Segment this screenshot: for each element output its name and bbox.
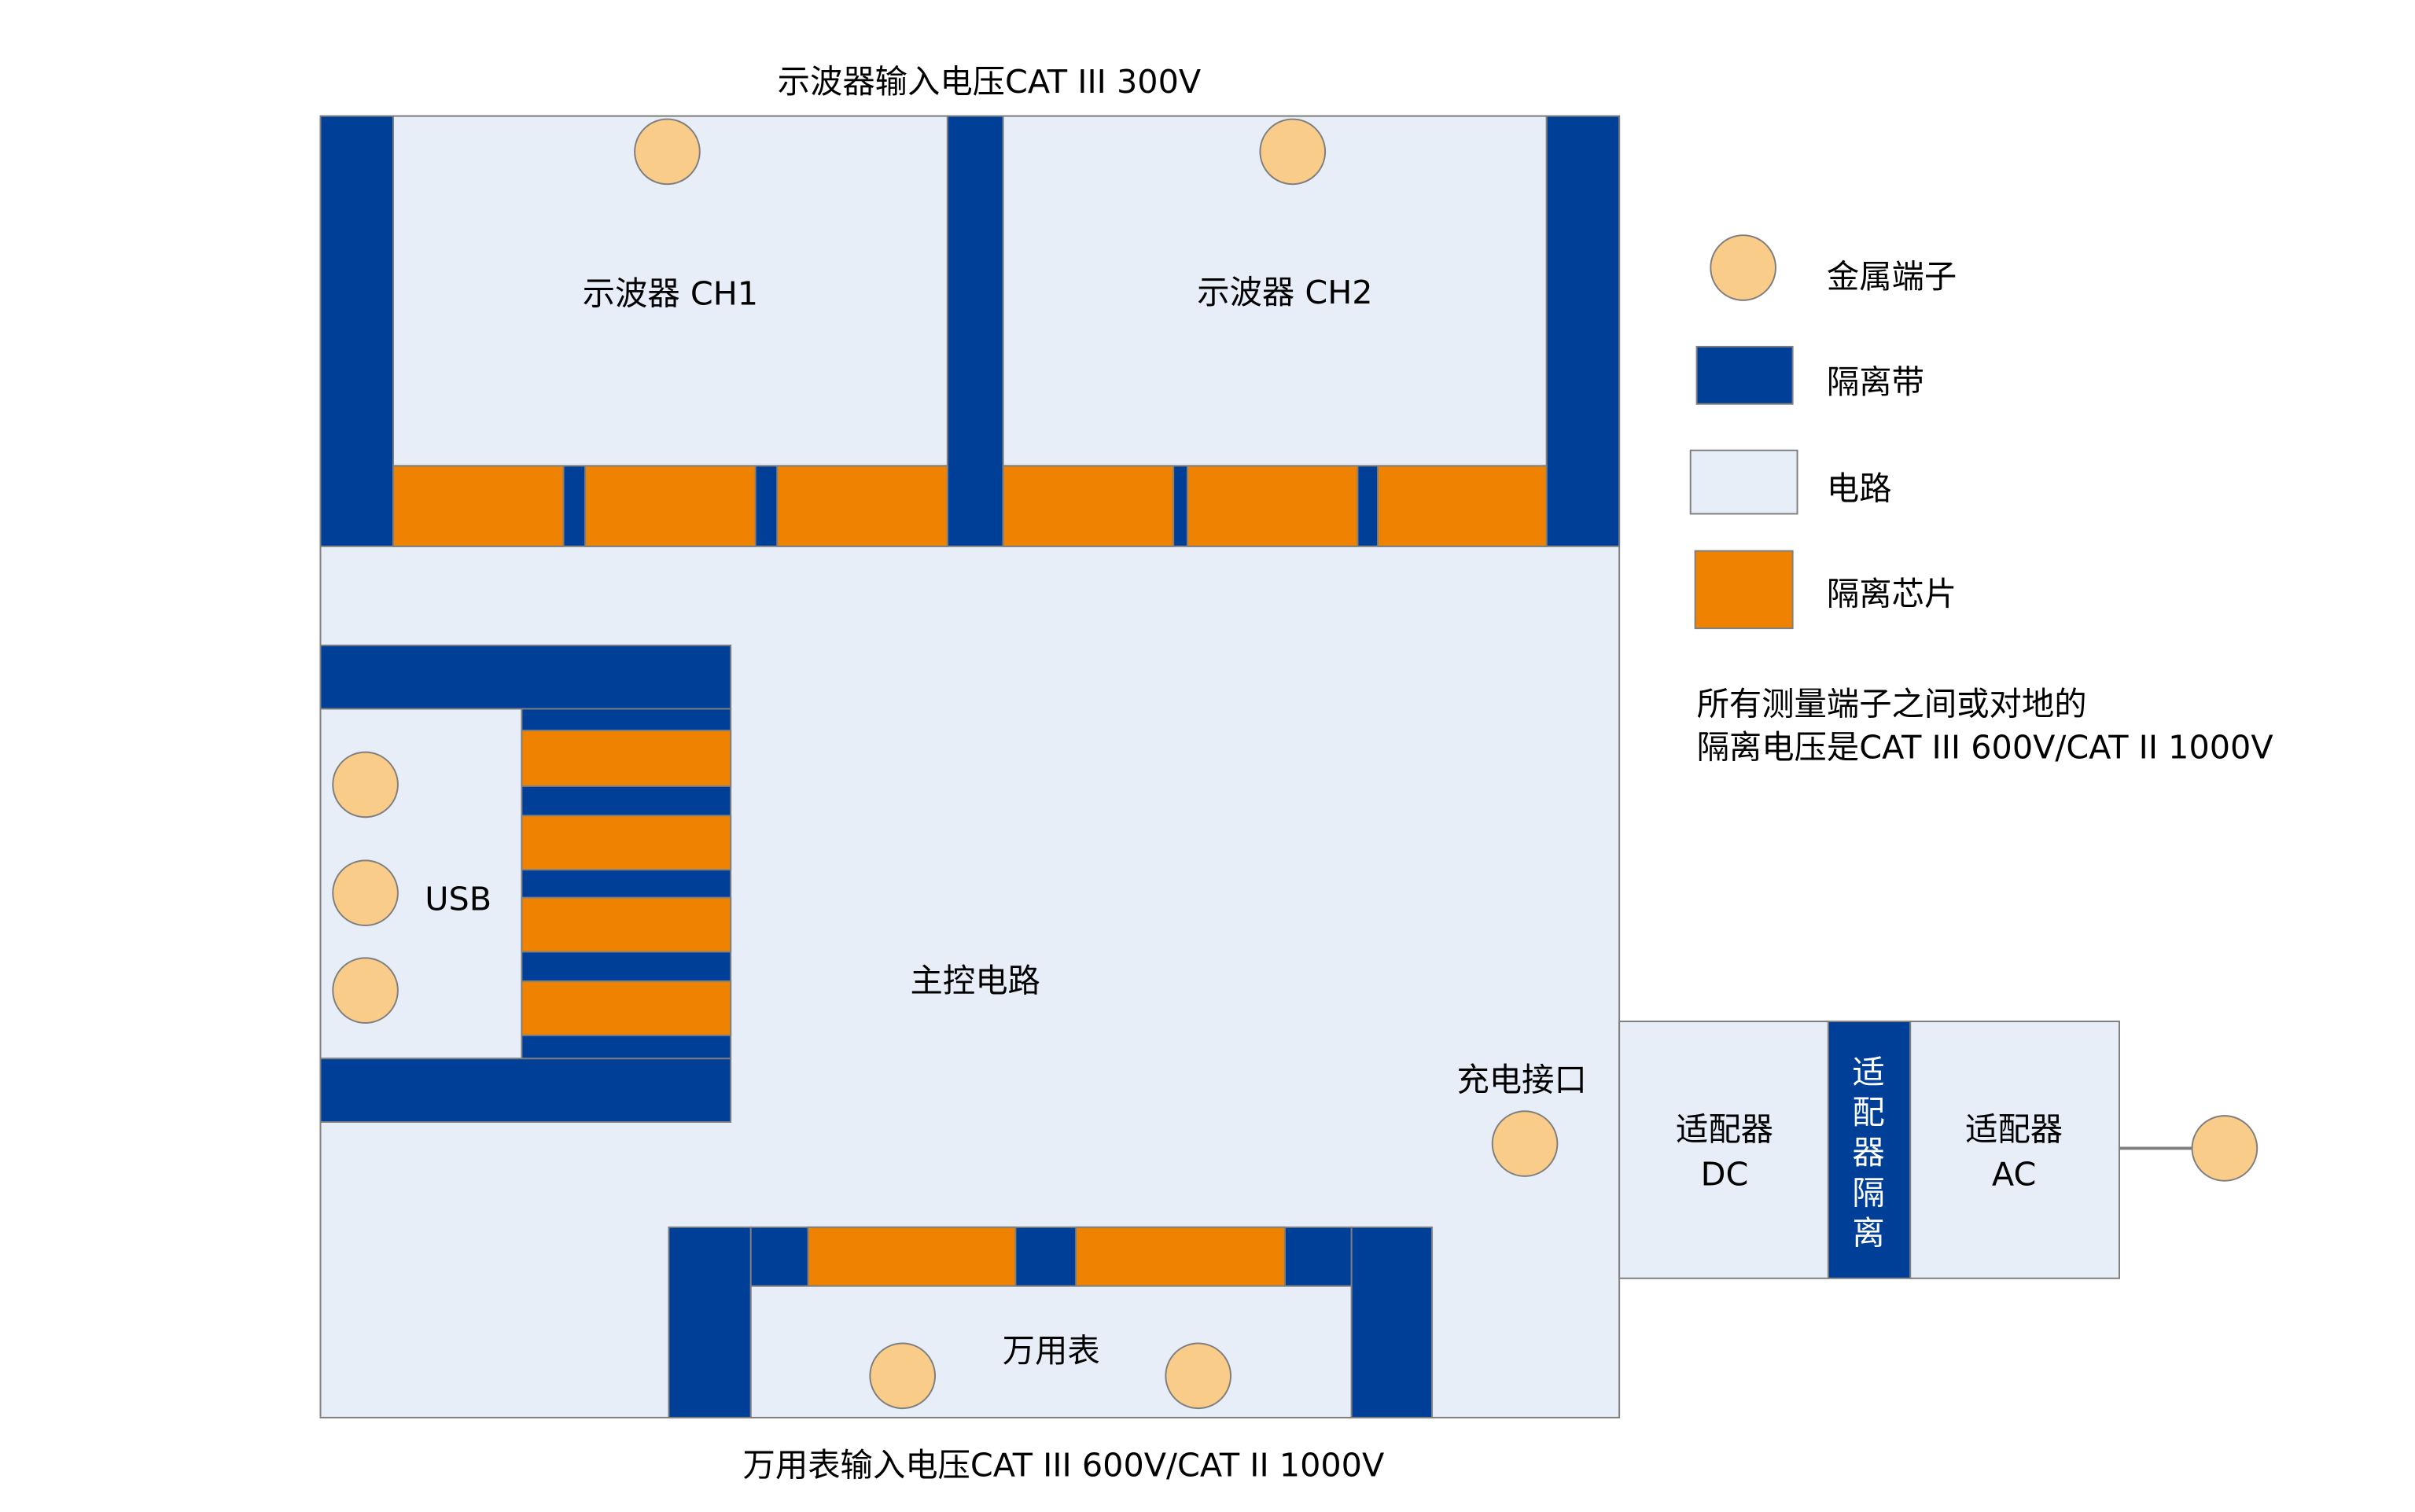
isolation-chip [1186,465,1359,547]
note-line-1: 所有测量端子之间或对地的 [1697,685,2087,723]
legend-chip-label: 隔离芯片 [1827,576,1957,613]
terminal-charge [1491,1110,1559,1177]
terminal-usb [332,859,399,927]
isolation-chip [521,815,732,871]
legend-terminal-label: 金属端子 [1827,258,1957,296]
isolation-chip [392,465,565,547]
note-line-2: 隔离电压是CAT III 600V/CAT II 1000V [1697,728,2273,766]
legend-circuit-swatch [1689,449,1798,515]
legend-chip-swatch [1694,550,1794,630]
isolation-band-right [1545,115,1621,547]
title-bottom: 万用表输入电压CAT III 600V/CAT II 1000V [743,1447,1385,1484]
adapter-isolation-label: 适 配 器 隔 离 [1852,1054,1884,1253]
adapter-iso-char: 适 [1852,1054,1884,1091]
isolation-band-left [319,115,395,547]
charge-port-label: 充电接口 [1456,1061,1586,1099]
ch1-label: 示波器 CH1 [583,275,758,313]
title-top: 示波器输入电压CAT III 300V [778,63,1202,101]
adapter-ac-label: 适配器 [1965,1111,2063,1149]
adapter-iso-char: 器 [1852,1134,1884,1172]
mm-circuit [749,1285,1353,1418]
usb-band-bottom [319,1058,732,1123]
isolation-chip [521,980,732,1036]
adapter-dc [1618,1021,1829,1279]
terminal-usb [332,957,399,1025]
adapter-ac-label: AC [1992,1156,2036,1194]
mm-band-right [1350,1226,1433,1418]
adapter-dc-label: DC [1701,1156,1749,1194]
mm-band-left [668,1226,752,1418]
ch2-label: 示波器 CH2 [1197,274,1372,311]
adapter-iso-char: 隔 [1852,1174,1884,1212]
legend-band-swatch [1695,345,1794,405]
isolation-chip [584,465,757,547]
adapter-dc-label: 适配器 [1676,1111,1773,1149]
isolation-band-middle [946,115,1004,547]
terminal-mm [869,1342,937,1410]
isolation-chip [1075,1226,1286,1287]
legend-band-label: 隔离带 [1827,363,1924,401]
usb-band-top [319,644,732,710]
multimeter-label: 万用表 [1003,1332,1100,1370]
terminal-ch1 [634,118,701,186]
legend-circuit-label: 电路 [1827,470,1892,508]
isolation-chip [1002,465,1175,547]
isolation-chip [776,465,948,547]
terminal-ch2 [1259,118,1327,186]
isolation-chip [521,730,732,787]
adapter-iso-char: 配 [1852,1094,1884,1131]
usb-label: USB [425,880,491,918]
terminal-ac [2191,1115,2259,1182]
adapter-ac [1909,1021,2120,1279]
terminal-mm [1165,1342,1232,1410]
isolation-chip [807,1226,1017,1287]
main-circuit-label: 主控电路 [911,962,1040,1000]
adapter-iso-char: 离 [1852,1214,1884,1252]
adapter-isolation [1827,1021,1912,1279]
terminal-usb [332,751,399,819]
isolation-chip [1377,465,1548,547]
legend-terminal-swatch [1710,234,1776,301]
isolation-chip [521,896,732,953]
